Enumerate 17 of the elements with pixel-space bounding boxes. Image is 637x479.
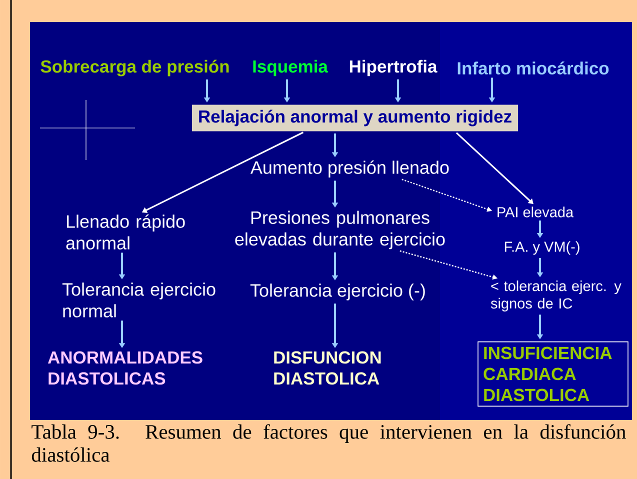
factor-label: Infarto miocárdico (458, 62, 609, 74)
factor-label: Isquemia (253, 60, 328, 76)
flow-text: < tolerancia ejerc. y signos de IC (490, 280, 622, 312)
process-box: Relajación anormal y aumento rigidez (192, 104, 518, 132)
outcome-text: ANORMALIDADES DIASTOLICAS (48, 351, 202, 385)
caption: Tabla 9-3. Resumen de factores que intervienen en la disfunción diastólica (32, 424, 626, 462)
flow-text: Tolerancia ejercicio (-) (250, 284, 425, 300)
factor-label: Sobrecarga de presión (40, 60, 229, 76)
outcome-text: DISFUNCION DIASTOLICA (274, 351, 381, 385)
flow-text: F.A. y VM(-) (504, 241, 580, 255)
flow-text: Llenado rápido anormal (66, 214, 185, 250)
flow-text: Presiones pulmonares elevadas durante ejercicio (235, 210, 445, 250)
factor-label: Hipertrofia (350, 60, 438, 76)
flow-text: Aumento presión llenado (250, 160, 449, 178)
flow-text: Tolerancia ejercicio normal (62, 282, 216, 318)
outcome-box: INSUFICIENCIA CARDIACA DIASTOLICA (478, 341, 628, 407)
flow-text: PAI elevada (498, 206, 574, 218)
